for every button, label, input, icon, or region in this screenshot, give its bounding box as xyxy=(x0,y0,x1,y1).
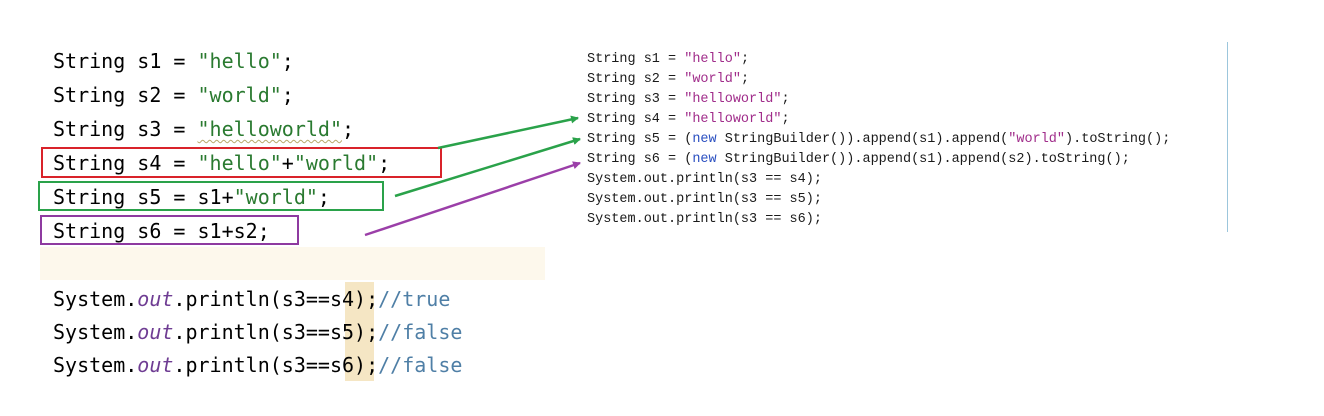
purple-annotation-box xyxy=(40,215,299,245)
operator-match-highlight xyxy=(345,282,374,381)
current-line-highlight xyxy=(40,247,545,280)
code-line-s5: String s5 = s1+"world"; xyxy=(53,185,330,209)
code-line-s2: String s2 = "world"; xyxy=(53,83,294,107)
green-arrow-s5 xyxy=(394,137,581,198)
decompiled-line-s5: String s5 = (new StringBuilder()).append… xyxy=(587,132,1171,147)
code-line-s4: String s4 = "hello"+"world"; xyxy=(53,151,391,175)
red-annotation-box xyxy=(41,147,442,178)
green-annotation-box xyxy=(38,181,384,211)
code-line-print-3: System.out.println(s3==s6);//false xyxy=(53,353,463,377)
code-line-s3: String s3 = "helloworld"; xyxy=(53,117,355,141)
code-line-print-1: System.out.println(s3==s4);//true xyxy=(53,287,451,311)
purple-arrow-s6 xyxy=(364,161,581,237)
code-line-s6: String s6 = s1+s2; xyxy=(53,219,270,243)
decompiled-line-print-1: System.out.println(s3 == s4); xyxy=(587,172,822,187)
green-arrow-s4 xyxy=(437,115,579,150)
editor-margin-line xyxy=(1227,42,1228,232)
decompiled-line-s2: String s2 = "world"; xyxy=(587,72,750,87)
decompiled-line-print-3: System.out.println(s3 == s6); xyxy=(587,212,822,227)
code-line-print-2: System.out.println(s3==s5);//false xyxy=(53,320,463,344)
code-line-s1: String s1 = "hello"; xyxy=(53,49,294,73)
decompiled-line-s3: String s3 = "helloworld"; xyxy=(587,92,790,107)
decompiled-line-s6: String s6 = (new StringBuilder()).append… xyxy=(587,152,1130,167)
decompiled-line-s4: String s4 = "helloworld"; xyxy=(587,112,790,127)
decompiled-line-s1: String s1 = "hello"; xyxy=(587,52,750,67)
decompiled-line-print-2: System.out.println(s3 == s5); xyxy=(587,192,822,207)
